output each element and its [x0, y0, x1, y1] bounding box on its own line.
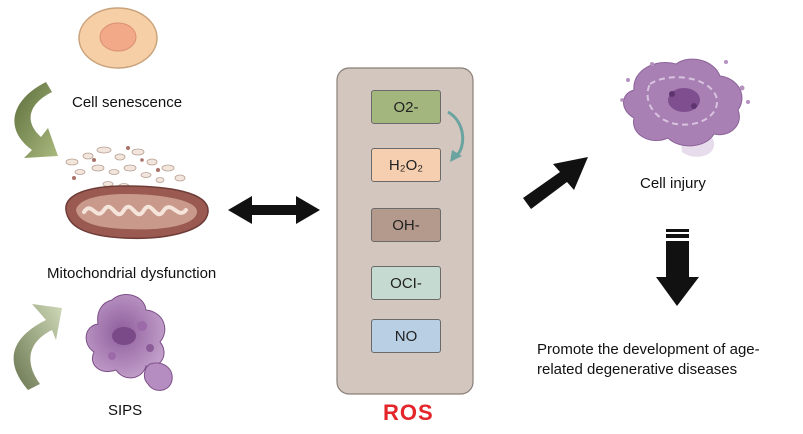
- label-mitochondrial-dysfunction: Mitochondrial dysfunction: [47, 265, 217, 282]
- ros-box-o2: O2-: [371, 90, 441, 124]
- ros-box-oh: OH-: [371, 208, 441, 242]
- label-sips: SIPS: [108, 402, 143, 419]
- arrow-up-right-icon: [523, 157, 588, 209]
- cell-icon: [78, 7, 158, 69]
- label-promote: Promote the development of age-related d…: [537, 341, 760, 378]
- ros-box-no: NO: [371, 319, 441, 353]
- ros-box-h2o2: H₂O₂: [371, 148, 441, 182]
- double-arrow-icon: [228, 196, 320, 224]
- ros-box-label: NO: [394, 327, 418, 345]
- sips-cell-icon: [85, 294, 173, 391]
- ros-box-label: O2-: [393, 98, 419, 116]
- label-cell-injury: Cell injury: [640, 175, 706, 192]
- ros-box-label: H₂O₂: [388, 156, 424, 174]
- mitochondria-icon: [65, 146, 209, 240]
- curved-arrow-icon: [13, 304, 62, 390]
- injured-cell-icon: [620, 58, 750, 157]
- label-cell-senescence: Cell senescence: [72, 94, 183, 111]
- arrow-down-icon: [656, 229, 699, 306]
- ros-box-oci: OCI-: [371, 266, 441, 300]
- ros-title: ROS: [383, 400, 434, 425]
- ros-box-label: OCI-: [390, 274, 422, 292]
- curved-arrow-icon: [14, 82, 58, 158]
- ros-box-label: OH-: [392, 216, 420, 234]
- cycle-arrow-icon: [447, 110, 465, 162]
